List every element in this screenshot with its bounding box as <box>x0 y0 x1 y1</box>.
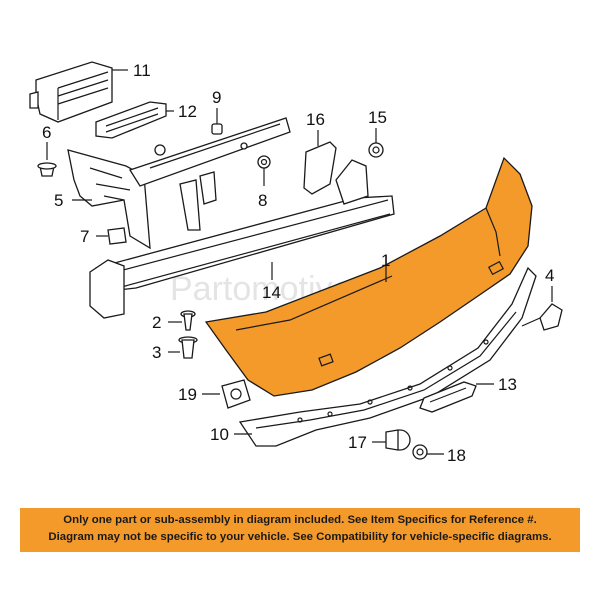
part-3-clip <box>178 336 198 359</box>
bumper-cover-shape <box>204 156 533 397</box>
part-9-nut <box>211 123 223 135</box>
part-2-screw <box>180 310 196 331</box>
callout-18: 18 <box>447 446 466 465</box>
callout-3: 3 <box>152 343 161 362</box>
part-17-sensor <box>385 429 411 451</box>
part-6-clip <box>37 162 57 177</box>
disclaimer-banner: Only one part or sub-assembly in diagram… <box>20 508 580 552</box>
part-16-plate <box>303 141 337 195</box>
part-18-grommet <box>412 444 428 460</box>
callout-8: 8 <box>258 191 267 210</box>
callout-5: 5 <box>54 191 63 210</box>
callout-10: 10 <box>210 425 229 444</box>
part-19-bracket <box>221 379 251 409</box>
callout-19: 19 <box>178 385 197 404</box>
part-5-mount-bracket <box>67 117 291 250</box>
callout-2: 2 <box>152 313 161 332</box>
part-14-reinforcement <box>89 159 395 319</box>
callout-13: 13 <box>498 375 517 394</box>
callout-14: 14 <box>262 283 281 302</box>
part-4-cap <box>521 303 563 331</box>
part-1-bumper-cover <box>204 156 533 397</box>
callout-7: 7 <box>80 227 89 246</box>
part-10-valance <box>238 266 537 447</box>
callout-6: 6 <box>42 123 51 142</box>
part-7-clip <box>107 227 127 245</box>
callout-11: 11 <box>133 61 151 80</box>
callout-16: 16 <box>306 110 325 129</box>
disclaimer-line-2: Diagram may not be specific to your vehi… <box>48 531 552 543</box>
callout-12: 12 <box>178 102 197 121</box>
callout-15: 15 <box>368 108 387 127</box>
part-13-reflector <box>419 381 477 413</box>
callout-4: 4 <box>545 266 554 285</box>
part-15-nut <box>368 142 384 158</box>
callout-1: 1 <box>381 251 390 270</box>
disclaimer-line-1: Only one part or sub-assembly in diagram… <box>63 514 537 526</box>
part-8-nut <box>257 155 271 169</box>
part-12-trim <box>95 101 167 139</box>
callout-17: 17 <box>348 433 367 452</box>
part-11-bracket <box>29 61 113 123</box>
callout-9: 9 <box>212 88 221 107</box>
